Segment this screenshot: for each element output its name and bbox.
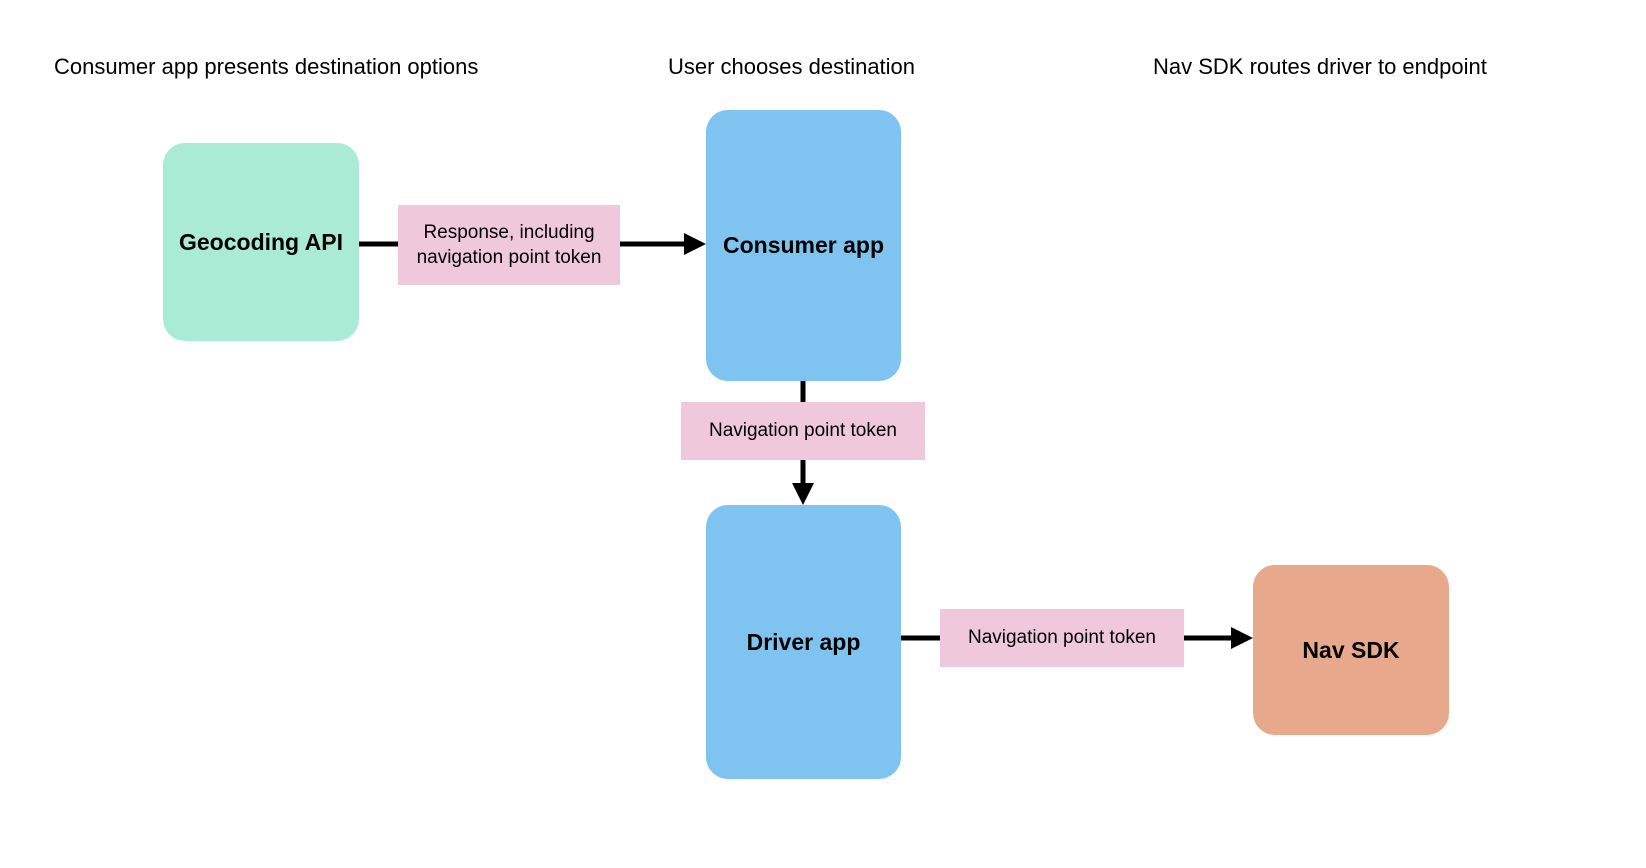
arrowhead-to-nav-sdk (1231, 627, 1253, 649)
edge-label-text-response-token: Response, including navigation point tok… (416, 221, 602, 268)
column-header-user-chooses: User chooses destination (668, 54, 916, 79)
edge-label-nav-token-horizontal: Navigation point token (940, 609, 1184, 667)
arrowhead-to-driver-app (792, 483, 814, 505)
edge-label-nav-token-vertical: Navigation point token (681, 402, 925, 460)
node-label-nav-sdk: Nav SDK (1302, 636, 1400, 663)
edge-label-text-nav-token-horizontal: Navigation point token (967, 627, 1156, 649)
node-geocoding-api[interactable]: Geocoding API (163, 143, 359, 341)
node-consumer-app[interactable]: Consumer app (706, 110, 901, 381)
arrowhead-to-consumer-app (684, 233, 706, 255)
node-label-consumer-app: Consumer app (722, 232, 885, 259)
column-header-consumer-options: Consumer app presents destination option… (54, 54, 479, 79)
edge-label-text-nav-token-vertical: Navigation point token (708, 420, 897, 442)
edge-label-response-token: Response, including navigation point tok… (398, 205, 620, 285)
column-header-nav-sdk-routes: Nav SDK routes driver to endpoint (1153, 54, 1487, 79)
node-label-geocoding-api: Geocoding API (179, 228, 343, 255)
node-nav-sdk[interactable]: Nav SDK (1253, 565, 1449, 735)
node-driver-app[interactable]: Driver app (706, 505, 901, 779)
node-label-driver-app: Driver app (746, 628, 861, 655)
